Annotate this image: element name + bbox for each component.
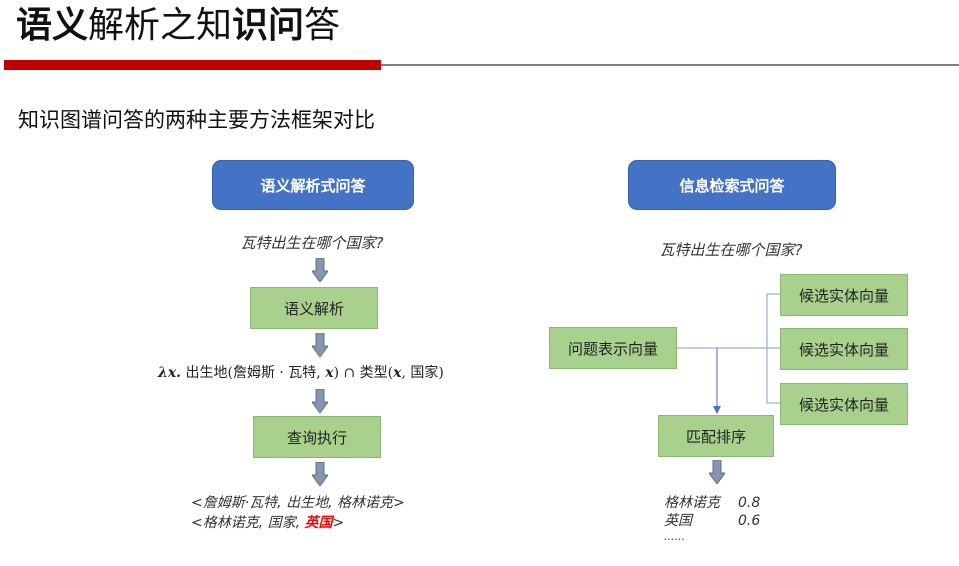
down-arrow-icon: [312, 333, 328, 357]
result-triple-2-post: >: [332, 515, 345, 531]
ranking-score: 0.8: [738, 495, 761, 511]
information-retrieval-qa-header: 信息检索式问答: [628, 160, 836, 210]
down-arrow-icon: [709, 460, 725, 484]
title-underline-gray: [381, 64, 959, 66]
title-part-3: 识问: [232, 5, 305, 46]
formula-post: , 国家): [401, 365, 444, 381]
left-question: 瓦特出生在哪个国家?: [240, 234, 384, 252]
ranking-entity: 英国: [664, 513, 692, 529]
formula-var-1: x: [325, 365, 334, 381]
query-execution-step: 查询执行: [253, 416, 381, 458]
semantic-parsing-qa-header: 语义解析式问答: [212, 160, 414, 210]
down-arrow-icon: [312, 389, 328, 413]
title-part-2: 解析之知: [88, 5, 233, 46]
candidate-entity-vector-3: 候选实体向量: [780, 383, 908, 425]
ranking-item: 英国 0.6: [664, 512, 760, 530]
question-vector-box: 问题表示向量: [549, 327, 677, 369]
candidate-entity-vector-1: 候选实体向量: [780, 274, 908, 316]
ranking-score: 0.6: [738, 513, 761, 529]
lambda-symbol: λx.: [158, 365, 182, 381]
match-ranking-step: 匹配排序: [658, 415, 774, 457]
ranking-item: 格林诺克 0.8: [664, 494, 760, 512]
slide-title: 语义解析之知识问答: [16, 4, 340, 48]
down-arrow-icon: [312, 462, 328, 486]
formula-pre: 出生地(詹姆斯 · 瓦特,: [181, 365, 326, 381]
title-part-4: 答: [304, 5, 341, 46]
answer-highlight: 英国: [304, 515, 333, 531]
ranking-ellipsis: ......: [664, 530, 685, 543]
ranking-list: 格林诺克 0.8 英国 0.6 ......: [664, 494, 760, 544]
title-part-1: 语义: [16, 5, 89, 46]
formula-var-2: x: [393, 365, 402, 381]
slide-subtitle: 知识图谱问答的两种主要方法框架对比: [18, 108, 375, 132]
result-triple-2: <格林诺克, 国家, 英国>: [191, 513, 344, 533]
semantic-parse-step: 语义解析: [250, 287, 378, 329]
result-triple-1: <詹姆斯·瓦特, 出生地, 格林诺克>: [191, 495, 405, 511]
formula-mid: ) ∩ 类型(: [333, 365, 394, 381]
ranking-entity: 格林诺克: [664, 495, 720, 511]
result-triple-2-pre: <格林诺克, 国家,: [191, 515, 305, 531]
title-underline-red: [4, 60, 381, 70]
lambda-formula: λx. 出生地(詹姆斯 · 瓦特, x) ∩ 类型(x, 国家): [158, 362, 444, 382]
right-question: 瓦特出生在哪个国家?: [659, 241, 803, 259]
down-arrow-icon: [312, 258, 328, 282]
candidate-entity-vector-2: 候选实体向量: [780, 328, 908, 370]
